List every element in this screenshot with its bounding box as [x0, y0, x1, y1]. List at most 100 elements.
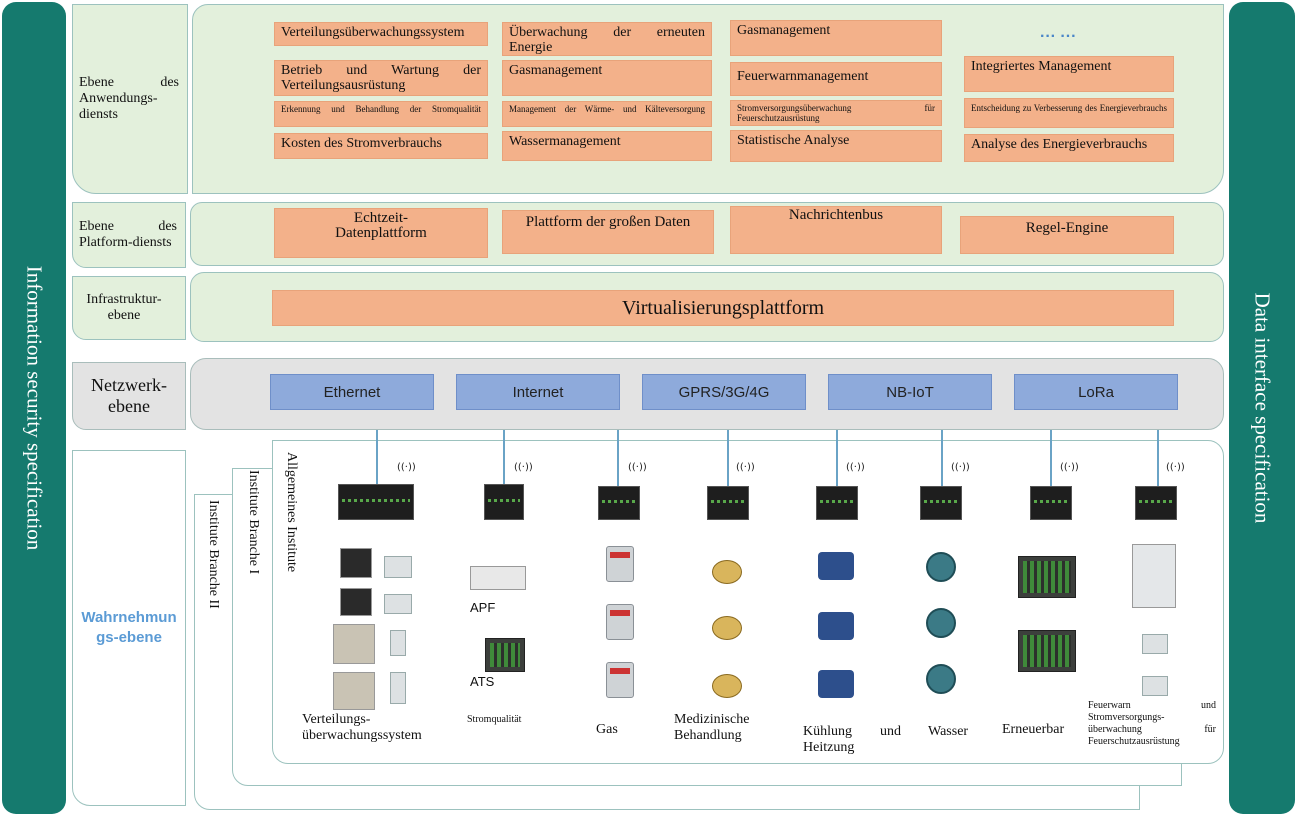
flow-meter-device	[818, 552, 854, 580]
ats-device	[485, 638, 525, 672]
gateway-device	[1135, 486, 1177, 520]
module-device	[384, 556, 412, 578]
label-gas: Gas	[596, 722, 618, 737]
flow-meter-device	[818, 670, 854, 698]
label-distribution: Verteilungs-überwachungssystem	[302, 712, 422, 743]
antenna-icon: ((·))	[1060, 462, 1079, 473]
app-box-c2-1: Gasmanagement	[502, 60, 712, 96]
network-box-gprs: GPRS/3G/4G	[642, 374, 806, 410]
water-meter-device	[926, 664, 956, 694]
app-box-c1-1: Betrieb und Wartung der Verteilungsausrü…	[274, 60, 488, 96]
connector-line	[727, 430, 729, 486]
network-box-nbiot: NB-IoT	[828, 374, 992, 410]
module-device	[1142, 634, 1168, 654]
flow-meter-device	[818, 612, 854, 640]
gas-regulator-device	[712, 616, 742, 640]
left-sidebar: Information security specification	[2, 2, 66, 814]
app-more-dots: ··· ···	[1040, 28, 1077, 45]
gateway-device	[338, 484, 414, 520]
connector-line	[503, 430, 505, 486]
platform-box-1: Plattform der großen Daten	[502, 210, 714, 254]
right-sidebar-label: Data interface specification	[1250, 292, 1275, 524]
app-box-c4-2: Analyse des Energieverbrauchs	[964, 134, 1174, 162]
app-box-c3-2: Stromversorgungsüberwachung für Feuersch…	[730, 100, 942, 126]
app-box-c3-3: Statistische Analyse	[730, 130, 942, 162]
app-box-c2-3: Wassermanagement	[502, 131, 712, 161]
label-renewable: Erneuerbar	[1002, 722, 1065, 737]
module-device	[390, 672, 406, 704]
platform-box-3: Regel-Engine	[960, 216, 1174, 254]
platform-box-2: Nachrichtenbus	[730, 206, 942, 254]
app-box-c3-0: Gasmanagement	[730, 20, 942, 56]
app-box-c4-1: Entscheidung zu Verbesserung des Energie…	[964, 98, 1174, 128]
module-device	[390, 630, 406, 656]
apf-tag: APF	[470, 600, 496, 615]
water-meter-device	[926, 608, 956, 638]
inverter-cabinet-device	[1018, 556, 1076, 598]
label-power-quality: Stromqualität	[467, 714, 522, 725]
platform-layer-label: Ebene des Platform-diensts	[79, 219, 177, 250]
power-meter-device	[340, 548, 372, 578]
connector-line	[1050, 430, 1052, 486]
antenna-icon: ((·))	[1166, 462, 1185, 473]
antenna-icon: ((·))	[514, 462, 533, 473]
connector-line	[1157, 430, 1159, 486]
fire-alarm-panel-device	[1132, 544, 1176, 608]
gateway-device	[816, 486, 858, 520]
app-box-c2-0: Überwachung der erneuten Energie	[502, 22, 712, 56]
network-box-ethernet: Ethernet	[270, 374, 434, 410]
connector-line	[617, 430, 619, 486]
network-box-internet: Internet	[456, 374, 620, 410]
connector-line	[941, 430, 943, 486]
app-box-c2-2: Management der Wärme- und Kälteversorgun…	[502, 101, 712, 127]
antenna-icon: ((·))	[397, 462, 416, 473]
antenna-icon: ((·))	[846, 462, 865, 473]
app-box-c1-3: Kosten des Stromverbrauchs	[274, 133, 488, 159]
label-cooling: Kühlung und Heitzung	[803, 724, 901, 755]
label-fire: Feuerwarn und Stromversorgungs-überwachu…	[1088, 700, 1216, 747]
gateway-device	[598, 486, 640, 520]
infrastructure-box: Virtualisierungsplattform	[272, 290, 1174, 326]
antenna-icon: ((·))	[736, 462, 755, 473]
water-meter-device	[926, 552, 956, 582]
module-device	[1142, 676, 1168, 696]
platform-layer-label-box: Ebene des Platform-diensts	[72, 202, 186, 268]
antenna-icon: ((·))	[951, 462, 970, 473]
antenna-icon: ((·))	[628, 462, 647, 473]
network-layer-label: Netzwerk-ebene	[91, 375, 167, 416]
app-box-c1-0: Verteilungsüberwachungssystem	[274, 22, 488, 46]
gateway-device	[920, 486, 962, 520]
label-medical: Medizinische Behandlung	[674, 712, 750, 743]
perception-layer-label: Wahrnehmungs-ebene	[81, 609, 177, 646]
application-layer-label: Ebene des Anwendungs-diensts	[79, 75, 179, 122]
connector-line	[376, 430, 378, 486]
gas-meter-device	[606, 546, 634, 582]
gas-regulator-device	[712, 560, 742, 584]
gateway-device	[1030, 486, 1072, 520]
infrastructure-layer-label-box: Infrastruktur-ebene	[72, 276, 186, 340]
apf-device	[470, 566, 526, 590]
left-sidebar-label: Information security specification	[22, 265, 47, 551]
institute-general-label: Allgemeines Institute	[284, 452, 299, 573]
right-sidebar: Data interface specification	[1229, 2, 1295, 814]
gas-regulator-device	[712, 674, 742, 698]
network-box-lora: LoRa	[1014, 374, 1178, 410]
network-layer-label-box: Netzwerk-ebene	[72, 362, 186, 430]
institute-branch2-label: Institute Branche II	[206, 500, 221, 609]
infrastructure-layer-label: Infrastruktur-ebene	[86, 292, 162, 323]
inverter-cabinet-device	[1018, 630, 1076, 672]
perception-layer-label-box: Wahrnehmungs-ebene	[72, 450, 186, 806]
institute-branch1-label: Institute Branche I	[246, 470, 261, 575]
application-layer-label-box: Ebene des Anwendungs-diensts	[72, 4, 188, 194]
platform-box-0: Echtzeit-Datenplattform	[274, 208, 488, 258]
gateway-device	[484, 484, 524, 520]
ats-tag: ATS	[470, 674, 495, 689]
label-water: Wasser	[928, 724, 969, 739]
connector-line	[836, 430, 838, 486]
app-box-c4-0: Integriertes Management	[964, 56, 1174, 92]
gas-meter-device	[606, 662, 634, 698]
app-box-c3-1: Feuerwarnmanagement	[730, 62, 942, 96]
protection-relay-device	[333, 624, 375, 664]
gas-meter-device	[606, 604, 634, 640]
gateway-device	[707, 486, 749, 520]
